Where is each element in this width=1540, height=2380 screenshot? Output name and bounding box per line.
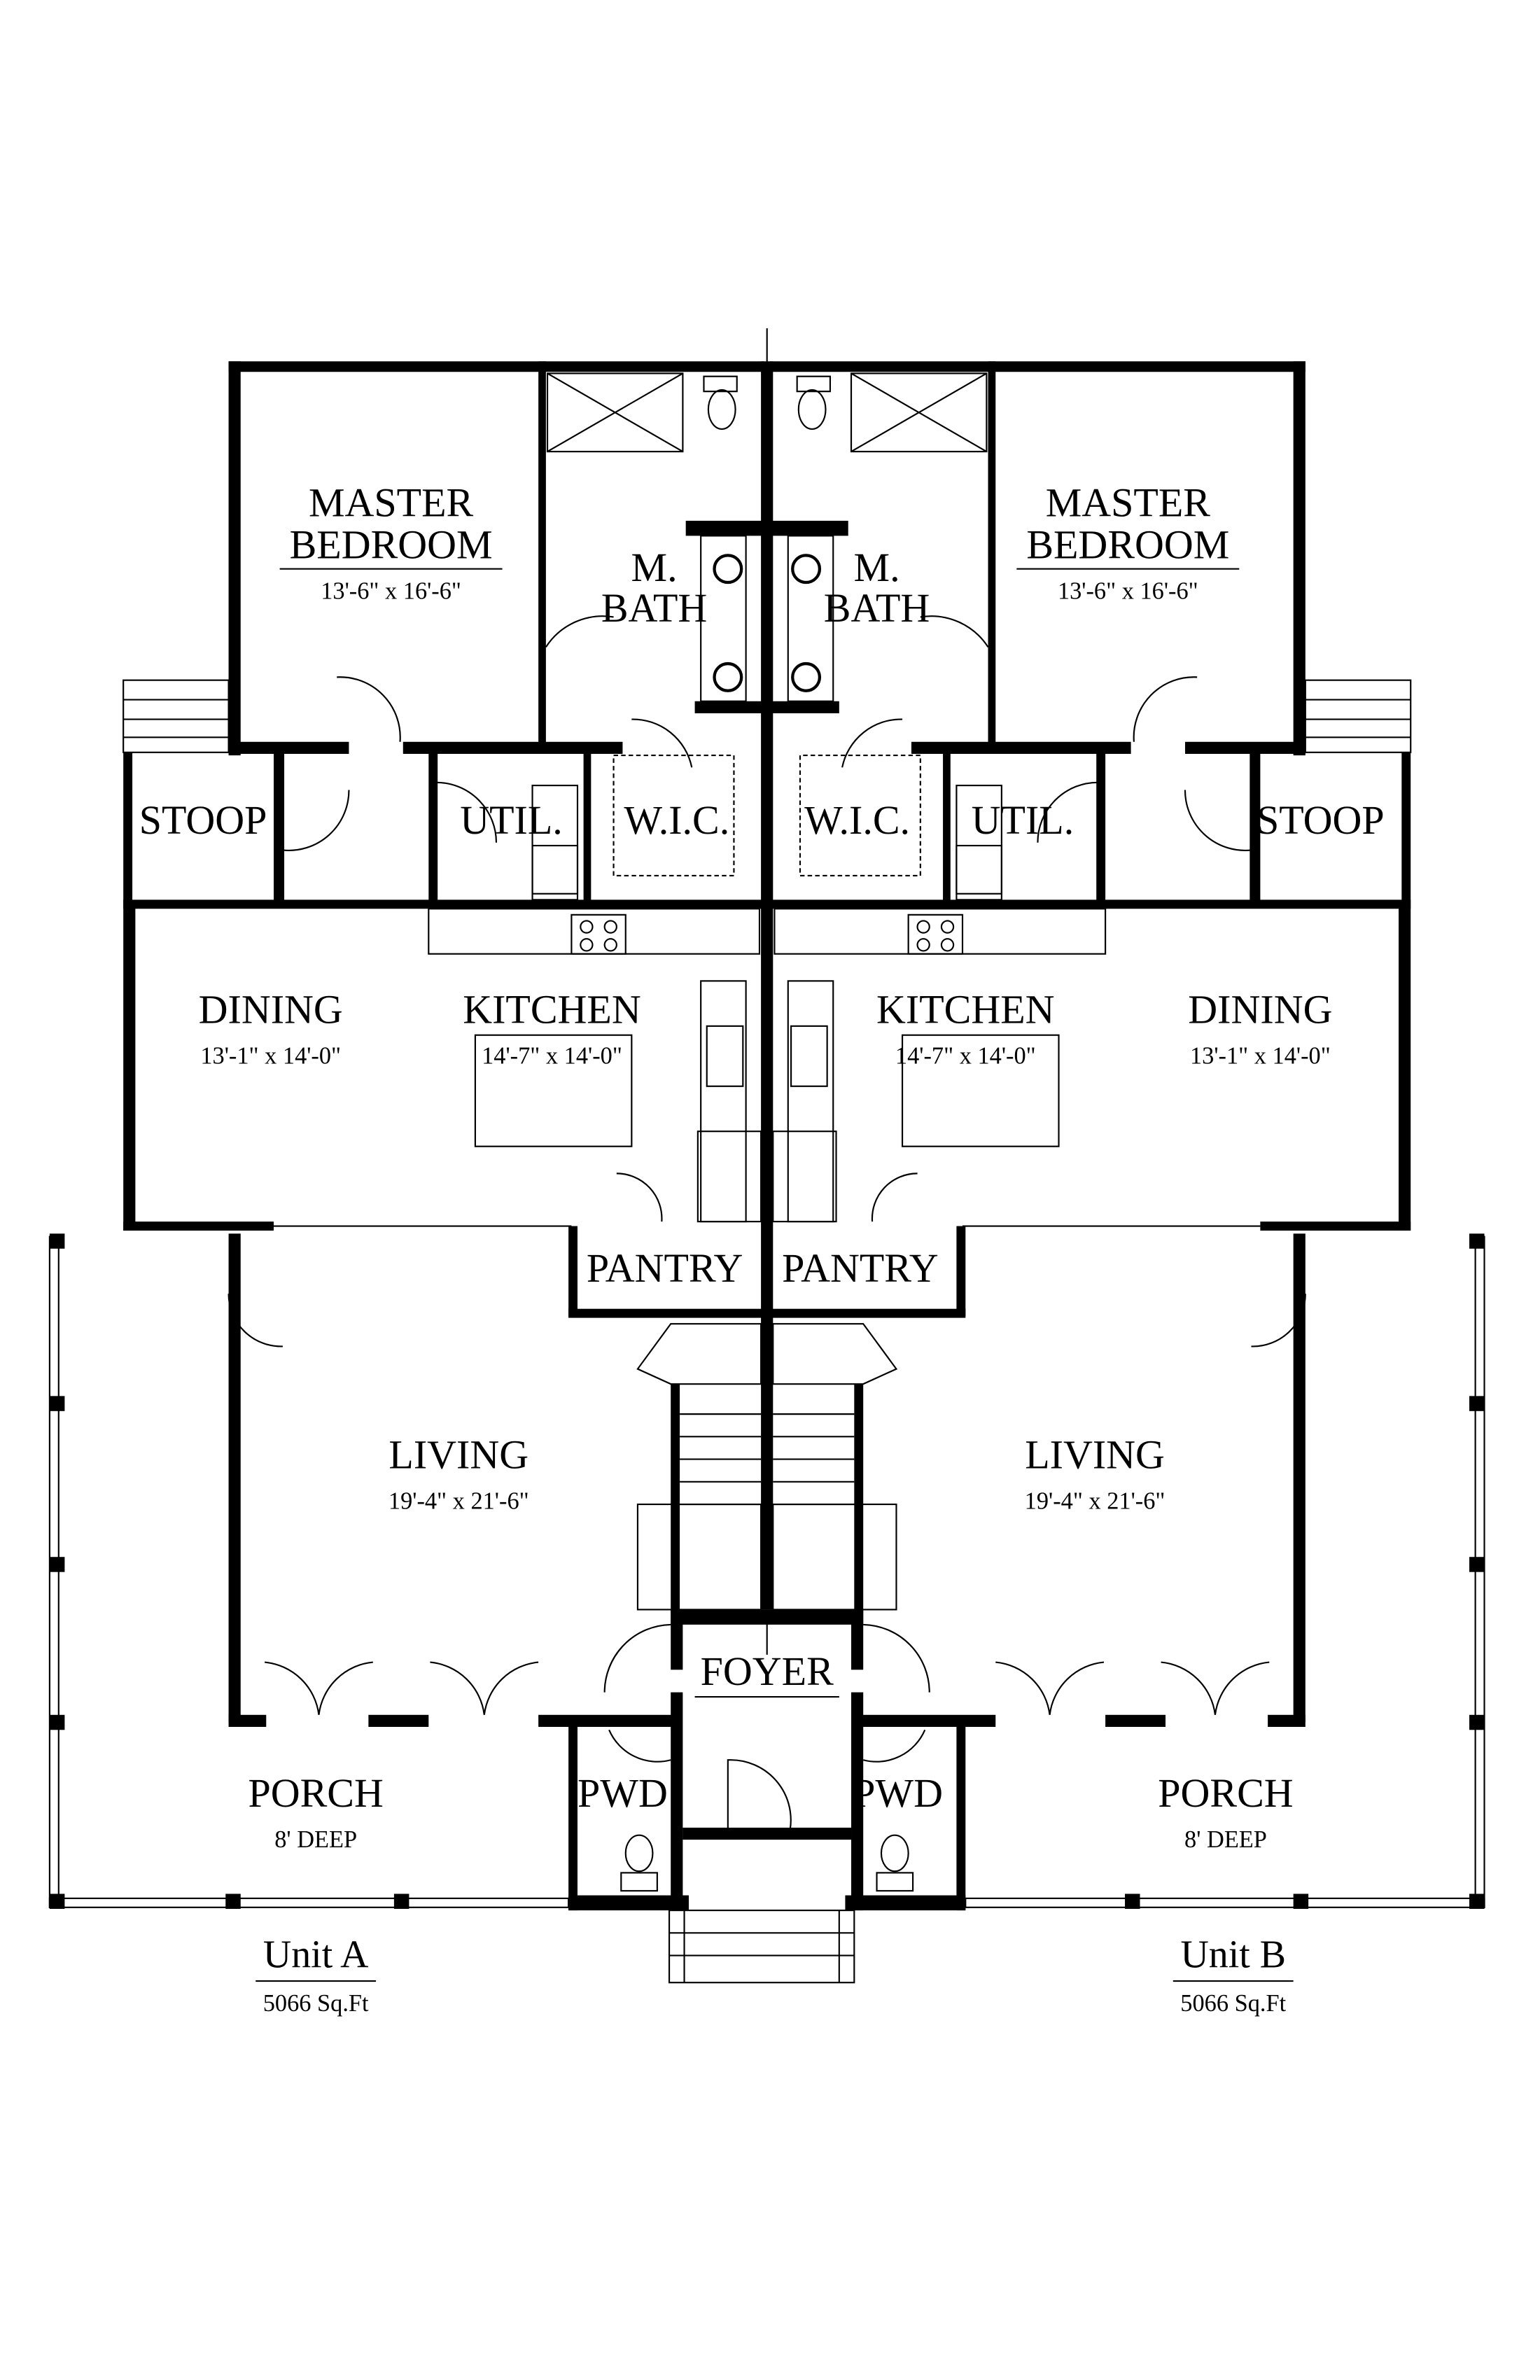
room-label-living-a: LIVING <box>388 1432 528 1477</box>
unit-b-title: Unit B <box>1180 1933 1286 1977</box>
room-label-master-bath-a-2: BATH <box>601 585 707 631</box>
dims-kitchen-a: 14'-7" x 14'-0" <box>482 1043 622 1070</box>
room-label-master-bedroom-a: MASTER <box>309 480 474 526</box>
room-label-util-b: UTIL. <box>972 797 1074 843</box>
room-label-pwd-a: PWD <box>578 1770 668 1816</box>
foyer-entry <box>668 1759 855 1984</box>
room-label-master-bath-a: M. <box>631 545 678 590</box>
dims-living-a: 19'-4" x 21'-6" <box>388 1488 529 1514</box>
room-label-master-bedroom-a-2: BEDROOM <box>290 522 493 568</box>
room-label-kitchen-b: KITCHEN <box>876 987 1055 1032</box>
room-label-master-bath-b: M. <box>854 545 900 590</box>
room-label-master-bedroom-b: MASTER <box>1046 480 1211 526</box>
room-label-pwd-b: PWD <box>853 1770 943 1816</box>
room-label-foyer: FOYER <box>701 1648 834 1694</box>
dims-porch-a: 8' DEEP <box>274 1826 357 1853</box>
dims-kitchen-b: 14'-7" x 14'-0" <box>895 1043 1036 1070</box>
room-label-stoop-a: STOOP <box>139 797 267 843</box>
room-label-wic-a: W.I.C. <box>624 797 729 843</box>
room-label-pantry-b: PANTRY <box>782 1245 939 1291</box>
dims-master-bedroom-b: 13'-6" x 16'-6" <box>1058 578 1198 605</box>
dims-dining-b: 13'-1" x 14'-0" <box>1190 1043 1331 1070</box>
room-label-porch-a: PORCH <box>248 1770 383 1816</box>
unit-a-walls <box>48 361 770 1911</box>
room-label-porch-b: PORCH <box>1158 1770 1293 1816</box>
room-label-wic-b: W.I.C. <box>804 797 910 843</box>
room-label-dining-a: DINING <box>199 987 343 1032</box>
dims-porch-b: 8' DEEP <box>1184 1826 1267 1853</box>
room-label-stoop-b: STOOP <box>1256 797 1385 843</box>
room-label-master-bath-b-2: BATH <box>824 585 930 631</box>
unit-a-labels: MASTER BEDROOM 13'-6" x 16'-6" M. BATH S… <box>139 480 743 2017</box>
unit-b-labels: MASTER BEDROOM 13'-6" x 16'-6" M. BATH S… <box>782 480 1385 2017</box>
room-label-util-a: UTIL. <box>460 797 563 843</box>
unit-a-area: 5066 Sq.Ft <box>263 1990 369 2017</box>
room-label-living-b: LIVING <box>1025 1432 1165 1477</box>
room-label-pantry-a: PANTRY <box>587 1245 743 1291</box>
dims-master-bedroom-a: 13'-6" x 16'-6" <box>321 578 461 605</box>
room-label-dining-b: DINING <box>1188 987 1332 1032</box>
party-wall <box>761 361 774 1610</box>
room-label-master-bedroom-b-2: BEDROOM <box>1026 522 1229 568</box>
dims-dining-a: 13'-1" x 14'-0" <box>200 1043 341 1070</box>
unit-b-area: 5066 Sq.Ft <box>1180 1990 1286 2017</box>
dims-living-b: 19'-4" x 21'-6" <box>1025 1488 1166 1514</box>
room-label-kitchen-a: KITCHEN <box>463 987 641 1032</box>
unit-a-title: Unit A <box>263 1933 369 1977</box>
